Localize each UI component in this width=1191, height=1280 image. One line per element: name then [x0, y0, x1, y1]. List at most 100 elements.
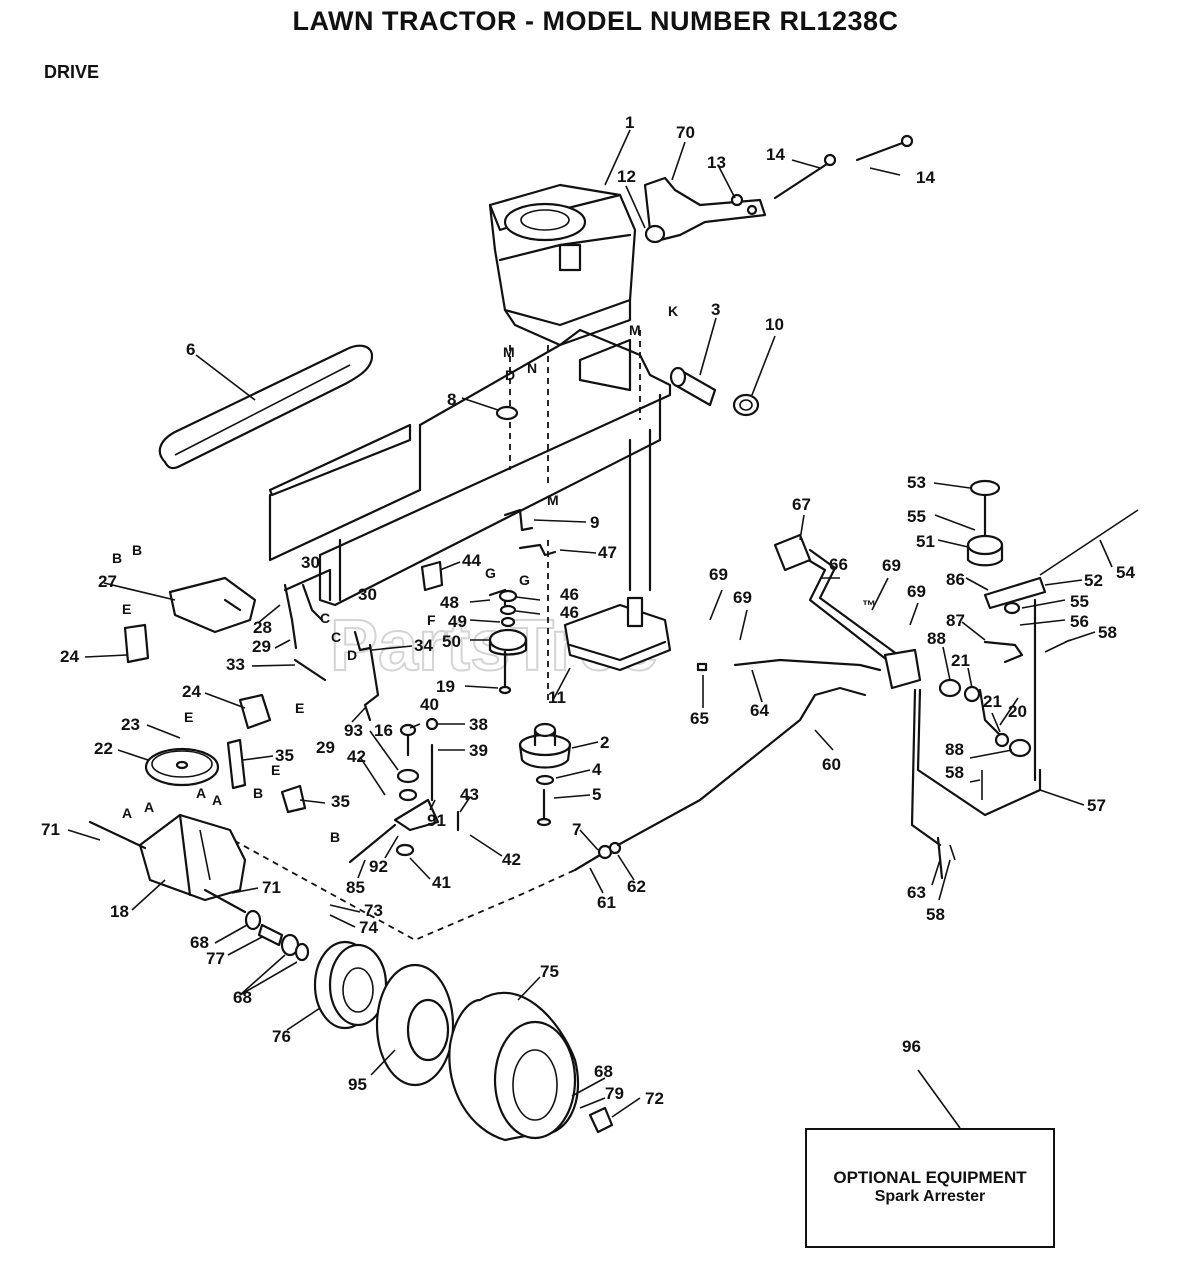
engine-pulley-2 [518, 722, 572, 769]
optional-equipment-box: OPTIONAL EQUIPMENT Spark Arrester [805, 1128, 1055, 1248]
letter-n: N [527, 360, 537, 376]
optional-equipment-title: OPTIONAL EQUIPMENT [833, 1168, 1027, 1187]
callout-77: 77 [206, 949, 225, 968]
callout-70: 70 [676, 123, 695, 142]
callout-49: 49 [448, 612, 467, 631]
callout-87: 87 [946, 611, 965, 630]
section-label: DRIVE [44, 62, 100, 82]
callout-24a: 24 [60, 647, 79, 666]
callout-47: 47 [598, 543, 617, 562]
callout-41: 41 [432, 873, 451, 892]
leader-lines [67, 129, 1113, 1129]
callout-21b: 21 [983, 692, 1002, 711]
callout-1: 1 [625, 113, 634, 132]
tire-75 [448, 991, 580, 1142]
letter-a4: A [212, 792, 222, 808]
spring-85 [348, 823, 397, 864]
page-title: LAWN TRACTOR - MODEL NUMBER RL1238C [292, 6, 899, 36]
callout-9: 9 [590, 513, 599, 532]
callout-69c: 69 [709, 565, 728, 584]
wheel-hub-95 [375, 963, 455, 1087]
callout-93: 93 [344, 721, 363, 740]
callout-95: 95 [348, 1075, 367, 1094]
callout-20: 20 [1008, 702, 1027, 721]
callout-76: 76 [272, 1027, 291, 1046]
callout-4: 4 [592, 760, 602, 779]
callout-38: 38 [469, 715, 488, 734]
callout-22: 22 [94, 739, 113, 758]
pin-63 [936, 836, 944, 880]
callout-42a: 42 [347, 747, 366, 766]
callout-69b: 69 [907, 582, 926, 601]
callout-35a: 35 [275, 746, 294, 765]
callout-65: 65 [690, 709, 709, 728]
callout-61: 61 [597, 893, 616, 912]
pin-58c [949, 844, 956, 861]
pipe-end [644, 224, 666, 244]
callout-56: 56 [1070, 612, 1089, 631]
callout-5: 5 [592, 785, 601, 804]
callout-69a: 69 [882, 556, 901, 575]
callout-55a: 55 [907, 507, 926, 526]
rod-20 [978, 688, 1007, 742]
optional-equipment-subtitle: Spark Arrester [874, 1188, 986, 1205]
clip-24b [238, 693, 272, 730]
plate-52 [983, 576, 1047, 610]
callout-30b: 30 [358, 585, 377, 604]
callout-53: 53 [907, 473, 926, 492]
callout-52: 52 [1084, 571, 1103, 590]
frame [268, 328, 672, 607]
callout-74: 74 [359, 918, 378, 937]
callout-71b: 71 [262, 878, 281, 897]
rod-29a [283, 583, 298, 650]
callout-3: 3 [711, 300, 720, 319]
callout-21a: 21 [951, 651, 970, 670]
callout-33: 33 [226, 655, 245, 674]
spacer-77 [257, 923, 284, 947]
link-87 [983, 640, 1024, 664]
callout-50: 50 [442, 632, 461, 651]
letter-f: F [427, 612, 436, 628]
rod-33 [293, 658, 327, 682]
callout-14a: 14 [766, 145, 785, 164]
callout-96: 96 [902, 1037, 921, 1056]
letter-e3: E [184, 709, 193, 725]
callout-69d: 69 [733, 588, 752, 607]
callout-88b: 88 [945, 740, 964, 759]
letter-m1: M [503, 344, 515, 360]
callout-10: 10 [765, 315, 784, 334]
washer-46a [498, 589, 518, 603]
spacer-68a [244, 909, 262, 931]
callout-58a: 58 [1098, 623, 1117, 642]
callout-67: 67 [792, 495, 811, 514]
rod-60 [616, 686, 867, 847]
callout-72: 72 [645, 1089, 664, 1108]
letter-b1: B [112, 550, 122, 566]
callout-57: 57 [1087, 796, 1106, 815]
brake-bracket [883, 598, 1042, 847]
letter-a1: A [122, 805, 132, 821]
letter-b2: B [132, 542, 142, 558]
washer-4 [535, 774, 555, 786]
bracket-35a [226, 738, 247, 790]
bolt-5-head [536, 817, 552, 827]
callout-88a: 88 [927, 629, 946, 648]
callout-64: 64 [750, 701, 769, 720]
callout-62: 62 [627, 877, 646, 896]
callout-30a: 30 [301, 553, 320, 572]
washer-41 [395, 843, 415, 857]
letter-m2: M [629, 322, 641, 338]
callout-24b: 24 [182, 682, 201, 701]
bracket-30b [353, 630, 372, 652]
letter-e4: E [271, 762, 280, 778]
rod-54 [1039, 509, 1139, 576]
callout-8: 8 [447, 390, 456, 409]
clip-24a [123, 623, 150, 664]
cap-10 [732, 393, 760, 417]
washer-49 [500, 616, 516, 628]
mount-51 [966, 534, 1004, 567]
pulley-22 [144, 747, 220, 787]
washer-8 [495, 405, 519, 421]
rod-34 [363, 643, 380, 722]
letter-m3: M [547, 492, 559, 508]
